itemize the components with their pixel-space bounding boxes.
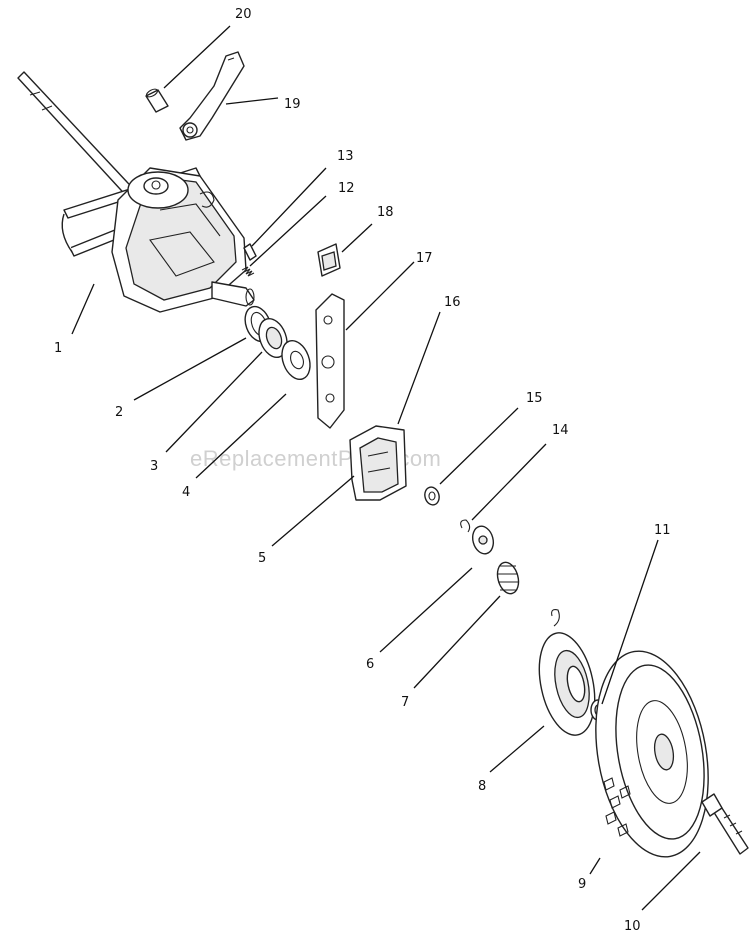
callout-7: 7 <box>401 695 409 710</box>
part-13-key <box>243 243 257 261</box>
leader-lines <box>71 25 701 911</box>
callout-1: 1 <box>54 341 62 356</box>
part-20-pin <box>145 88 169 113</box>
part-10-bolt <box>701 793 749 855</box>
part-6-washer <box>471 525 495 555</box>
part-19-lever <box>179 51 245 141</box>
callout-20: 20 <box>235 7 252 22</box>
callout-5: 5 <box>258 551 266 566</box>
callout-9: 9 <box>578 877 586 892</box>
callout-2: 2 <box>115 405 123 420</box>
part-4-washer <box>281 339 311 381</box>
part-3-washer <box>258 317 288 359</box>
callout-13: 13 <box>337 149 354 164</box>
part-17-plate <box>315 293 345 429</box>
callout-18: 18 <box>377 205 394 220</box>
part-15-ring <box>424 486 440 506</box>
part-18-clip <box>317 243 341 277</box>
output-shaft <box>211 281 255 307</box>
callout-11: 11 <box>654 523 671 538</box>
callout-16: 16 <box>444 295 461 310</box>
callout-3: 3 <box>150 459 158 474</box>
callout-10: 10 <box>624 919 641 934</box>
callout-19: 19 <box>284 97 301 112</box>
part-12-spring <box>241 266 255 277</box>
part-9-wheel <box>595 650 709 858</box>
part-7-pinion-gear <box>496 561 520 595</box>
callout-6: 6 <box>366 657 374 672</box>
callout-17: 17 <box>416 251 433 266</box>
part-1-gearbox-assembly <box>17 71 247 313</box>
callout-12: 12 <box>338 181 355 196</box>
part-8-wheel-gear <box>538 609 596 736</box>
callout-14: 14 <box>552 423 569 438</box>
part-5-bracket <box>349 425 407 501</box>
callout-15: 15 <box>526 391 543 406</box>
callout-4: 4 <box>182 485 190 500</box>
callout-labels: 20 19 13 12 18 17 16 1 2 3 4 5 15 14 6 7… <box>54 7 671 934</box>
part-14-clip <box>460 519 471 533</box>
callout-8: 8 <box>478 779 486 794</box>
